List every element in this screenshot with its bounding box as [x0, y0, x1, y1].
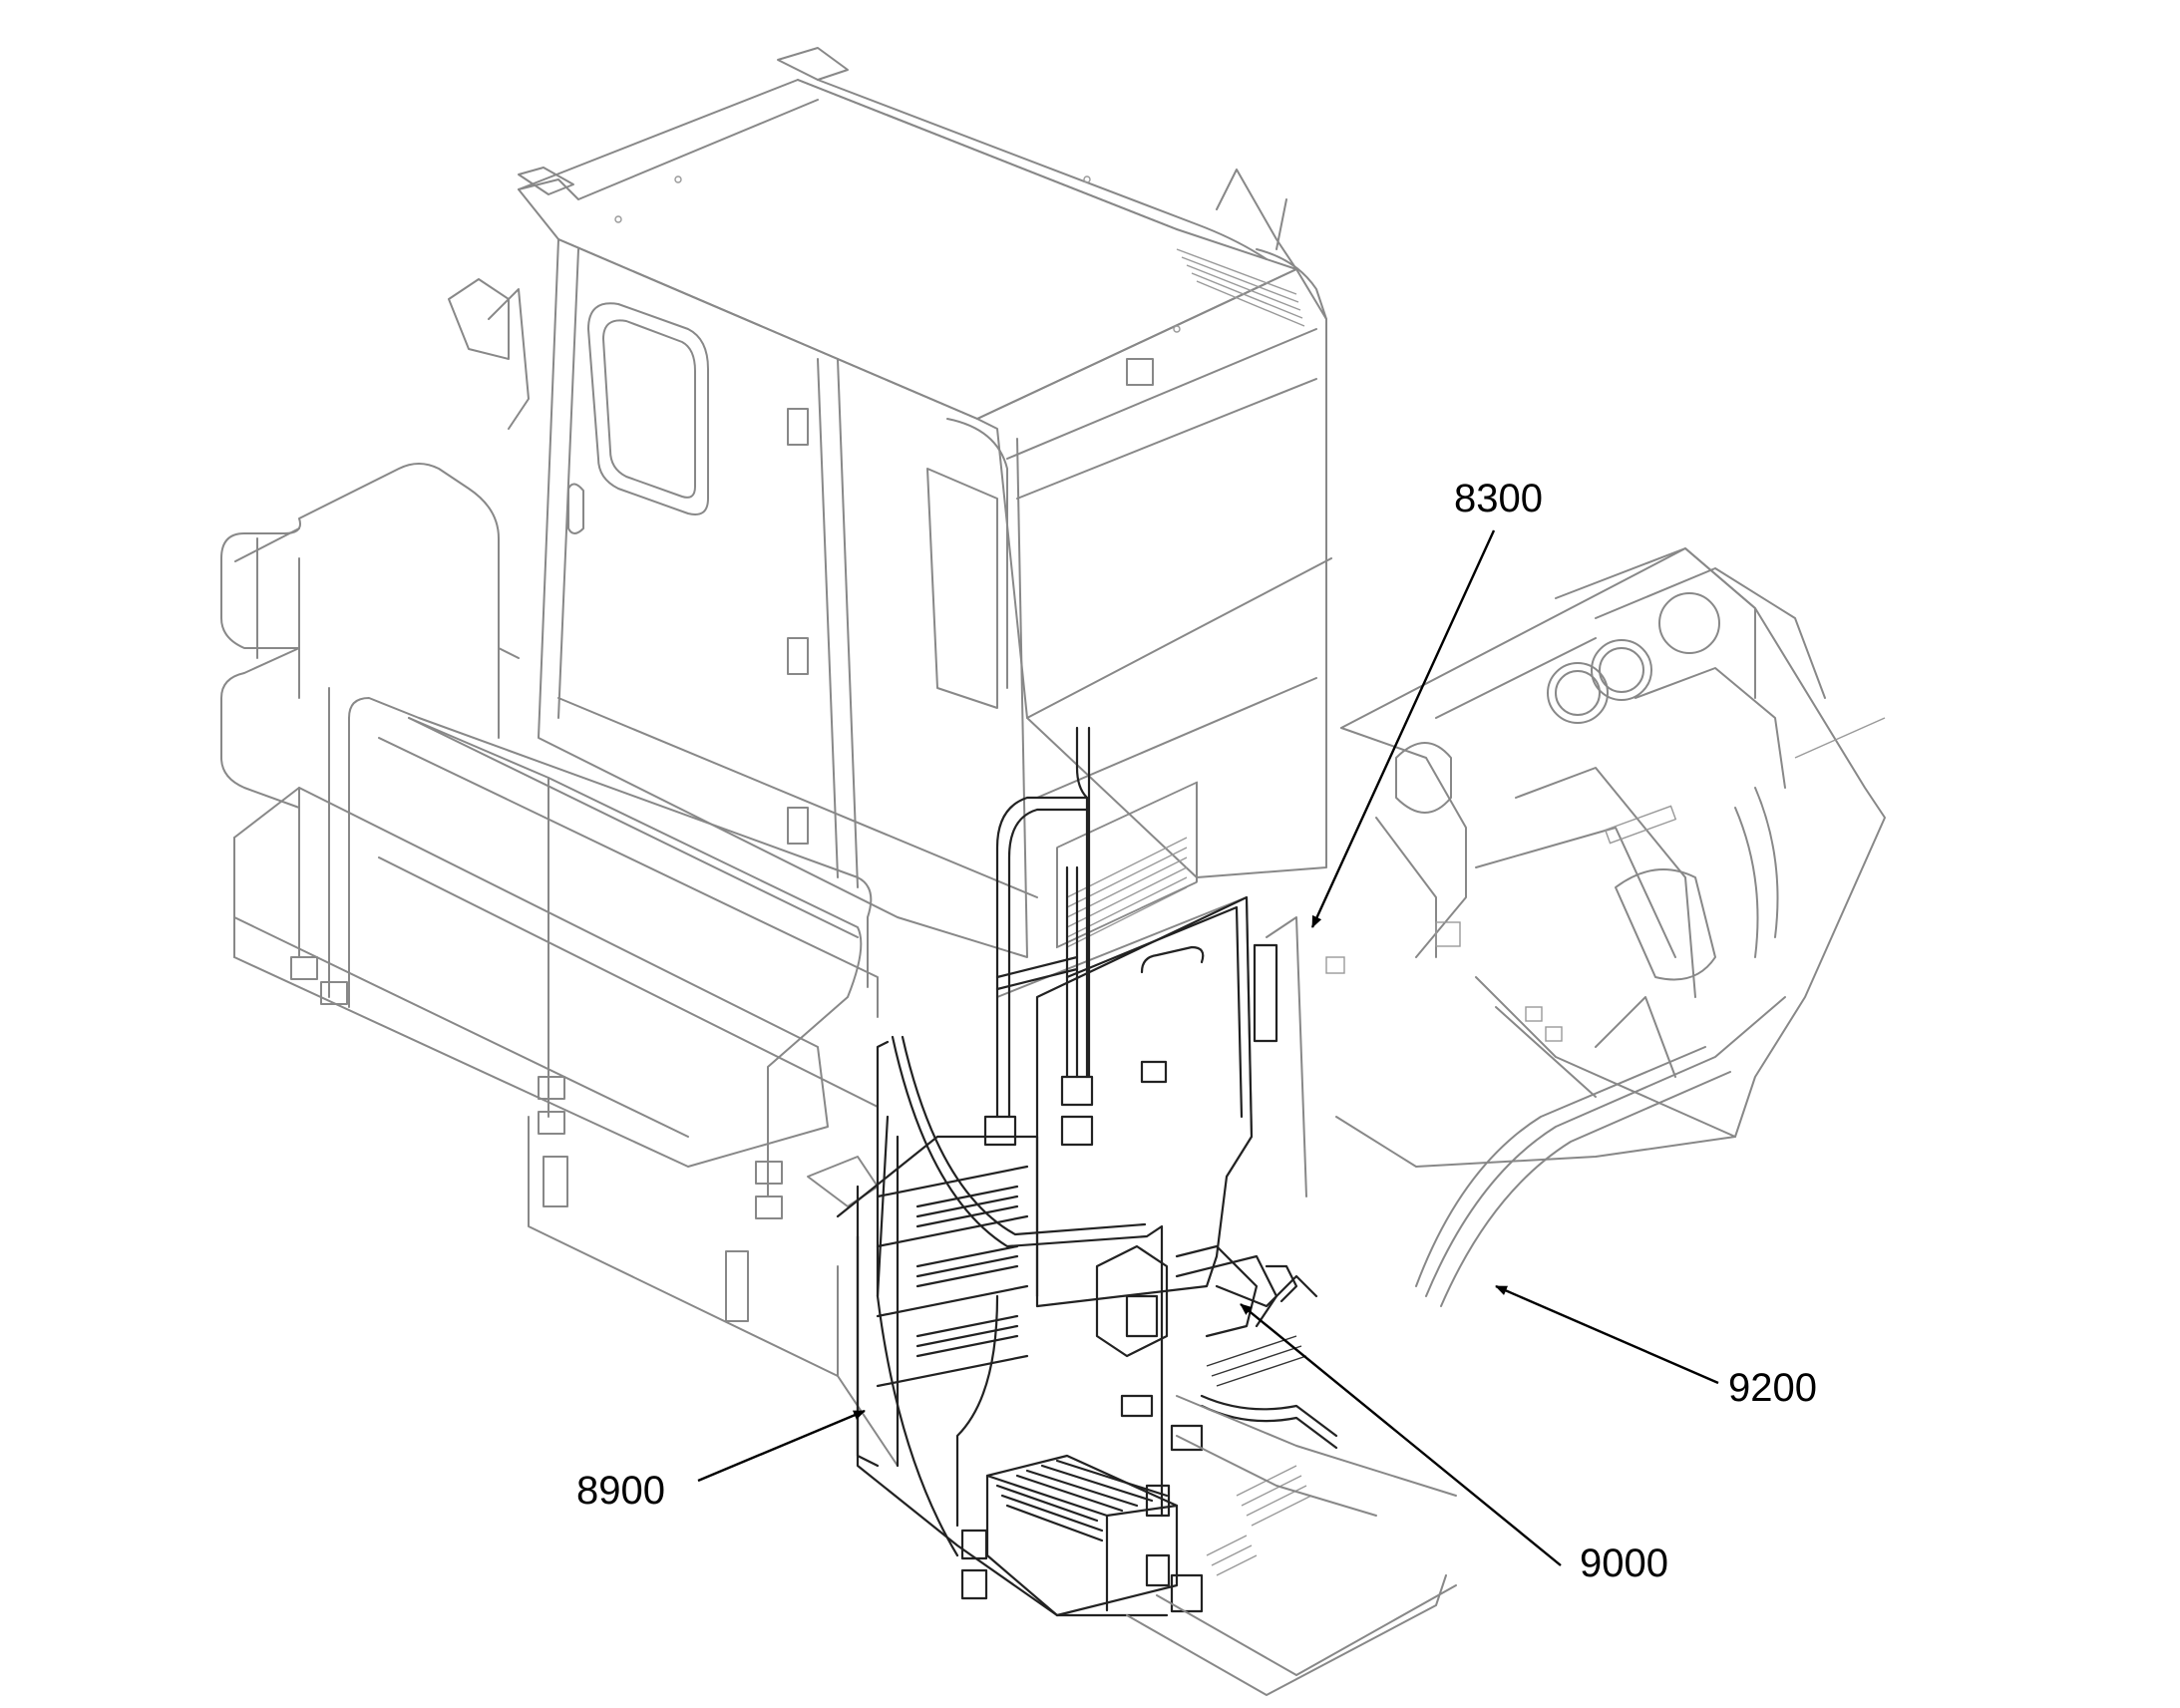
callout-8900: 8900 [576, 1469, 665, 1513]
leader-8300 [1310, 529, 1496, 928]
track-frame [1126, 1395, 1457, 1696]
boom-structure [1325, 547, 1886, 1307]
leader-9200 [1495, 1284, 1719, 1385]
operator-cab [448, 47, 1332, 1197]
walkway-platform [220, 463, 899, 1467]
callout-9000: 9000 [1580, 1541, 1668, 1585]
access-ladder-assembly [836, 726, 1338, 1617]
leader-8900 [697, 1409, 866, 1483]
callout-labels: 8300 8900 9000 9200 [576, 477, 1817, 1585]
callout-8300: 8300 [1454, 477, 1543, 520]
callout-leaders [697, 529, 1719, 1566]
callout-9200: 9200 [1728, 1366, 1817, 1410]
leader-9000 [1240, 1303, 1562, 1566]
